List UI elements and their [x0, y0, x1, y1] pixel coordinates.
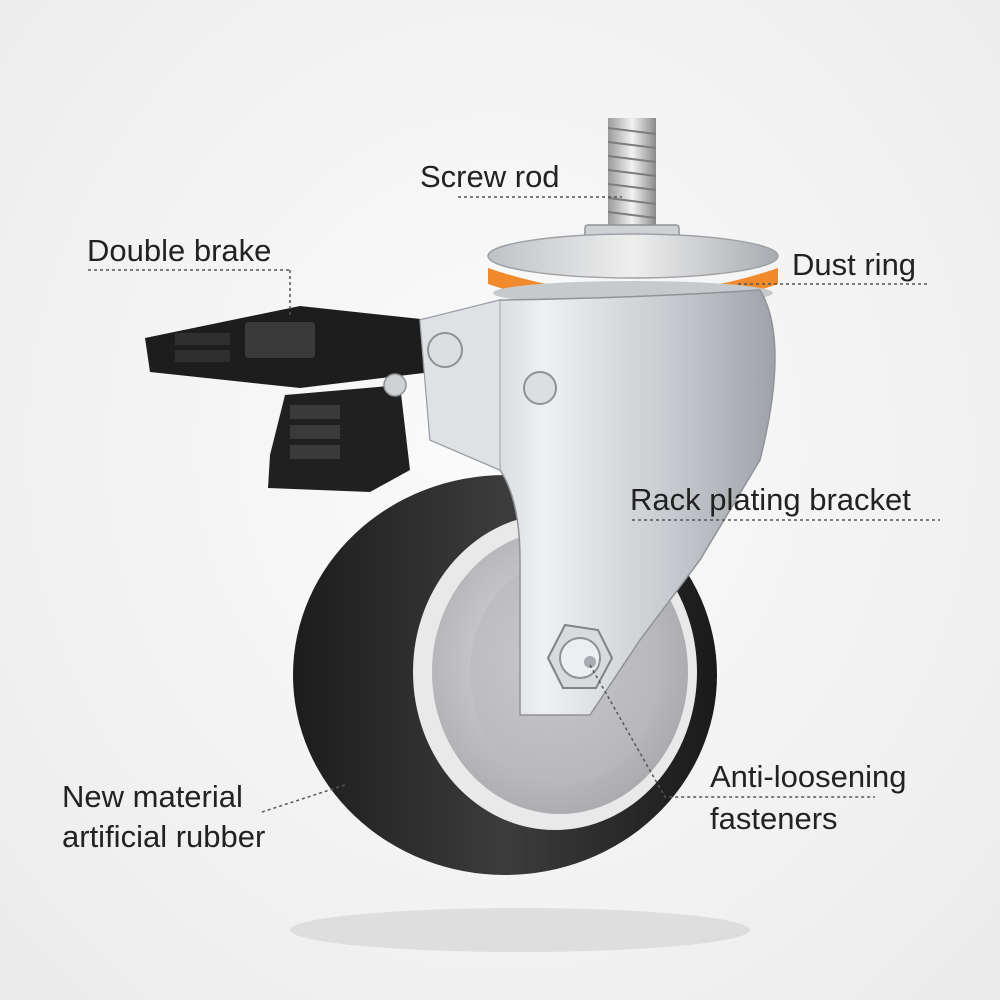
axle-fastener	[546, 623, 614, 689]
brake-pedal-slot	[245, 322, 315, 358]
rivet-left	[383, 373, 407, 397]
leader-rubber	[261, 784, 346, 813]
rivet-middle	[523, 371, 557, 405]
label-double-brake: Double brake	[87, 233, 272, 268]
brake-assembly	[145, 306, 432, 492]
label-dust-ring: Dust ring	[792, 247, 917, 282]
bracket	[383, 289, 776, 716]
bracket-body	[419, 289, 776, 716]
label-new-material-line2: artificial rubber	[62, 819, 266, 854]
label-anti-loosening-line1: Anti-loosening	[710, 759, 907, 794]
rivet-top	[427, 332, 463, 368]
label-screw-rod: Screw rod	[420, 159, 560, 194]
floor-shadow	[290, 908, 750, 952]
label-rack-plating-bracket: Rack plating bracket	[630, 482, 911, 517]
leader-anti-loosening	[589, 664, 875, 798]
label-anti-loosening-line2: fasteners	[710, 801, 838, 836]
leader-lines	[88, 196, 940, 813]
label-new-material-line1: New material	[62, 779, 243, 814]
bracket-side	[419, 299, 501, 471]
top-plate-disc	[487, 233, 779, 279]
